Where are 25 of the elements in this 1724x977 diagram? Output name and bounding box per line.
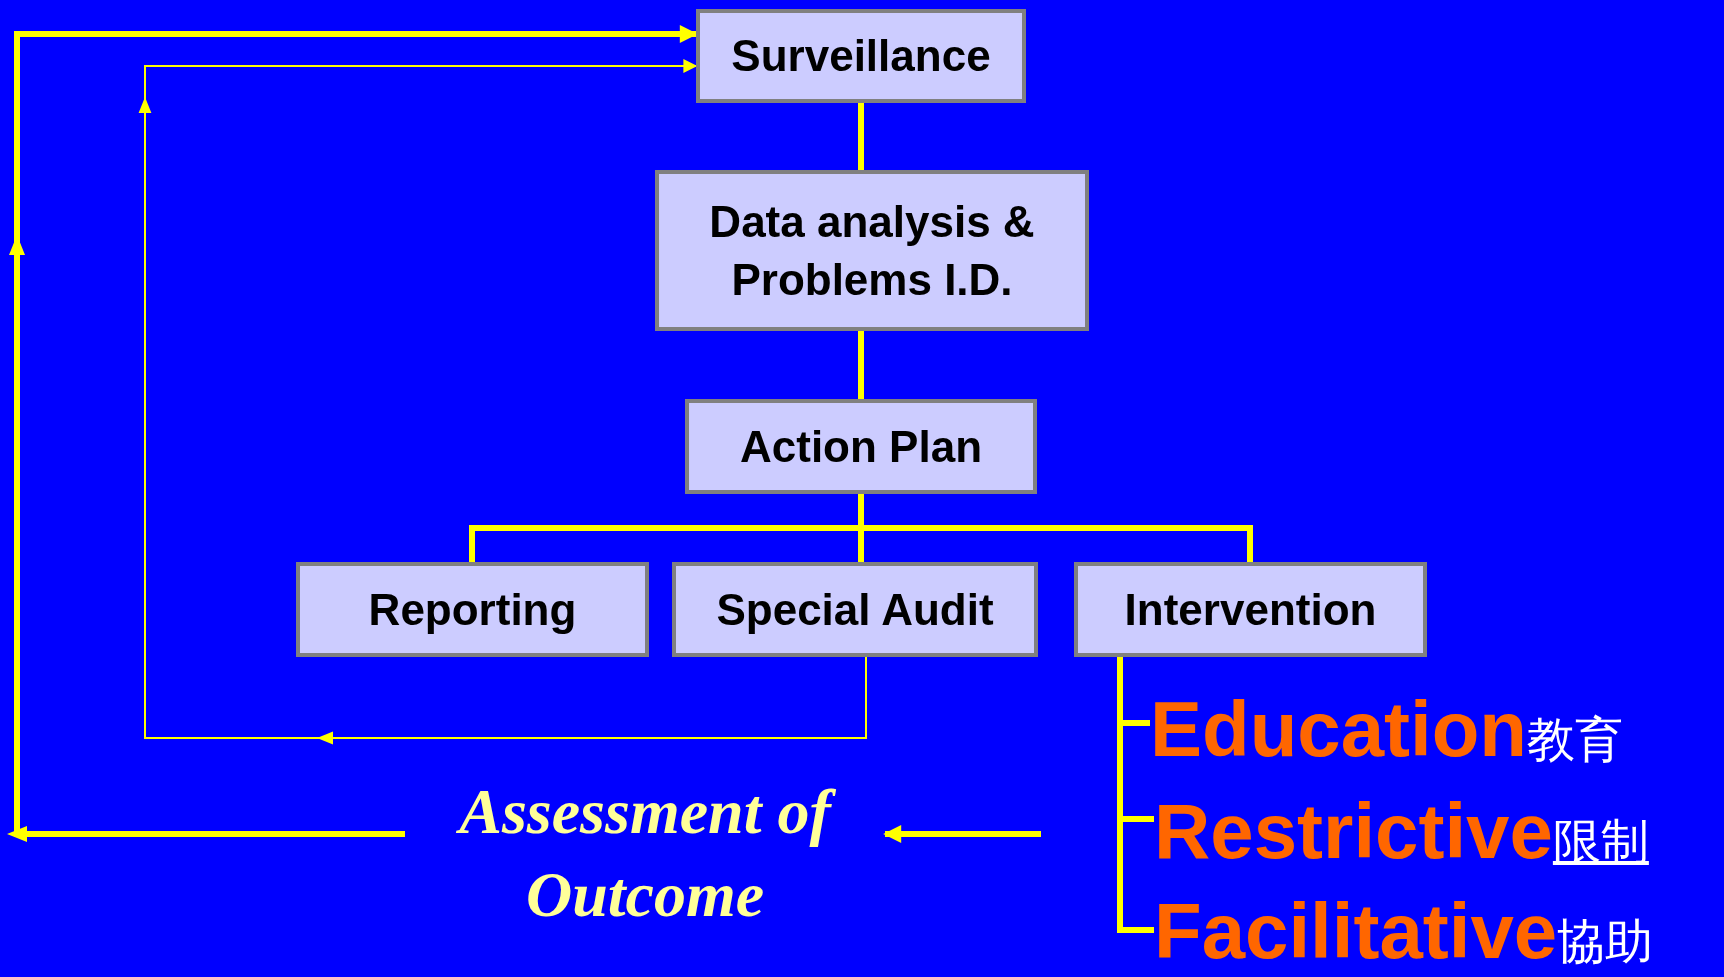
box-label: Reporting — [368, 583, 577, 636]
process-box — [655, 170, 1089, 331]
chinese-translation: 限制 — [1552, 812, 1649, 871]
outcome-text: Assessment of Outcome — [405, 770, 885, 940]
process-box — [296, 562, 649, 657]
process-box — [1074, 562, 1427, 657]
box-label: Data analysis & Problems I.D. — [708, 196, 1036, 306]
arrow — [144, 59, 867, 739]
process-box — [672, 562, 1038, 657]
process-box — [696, 9, 1026, 103]
chinese-translation: 協助 — [1557, 912, 1654, 971]
arrow — [883, 825, 1041, 843]
box-label: Intervention — [1124, 583, 1377, 636]
chinese-translation: 教育 — [1527, 710, 1623, 769]
box-label: Surveillance — [731, 30, 991, 83]
arrow — [14, 25, 698, 837]
intervention-type: Facilitative — [1154, 886, 1558, 977]
intervention-type: Education — [1150, 684, 1527, 775]
box-label: Action Plan — [740, 420, 982, 473]
connector-line — [858, 494, 1253, 562]
connector-line — [858, 331, 864, 399]
intervention-type: Restrictive — [1154, 786, 1553, 877]
box-label: Special Audit — [716, 583, 994, 636]
connector-line — [858, 103, 864, 170]
process-box — [685, 399, 1037, 494]
